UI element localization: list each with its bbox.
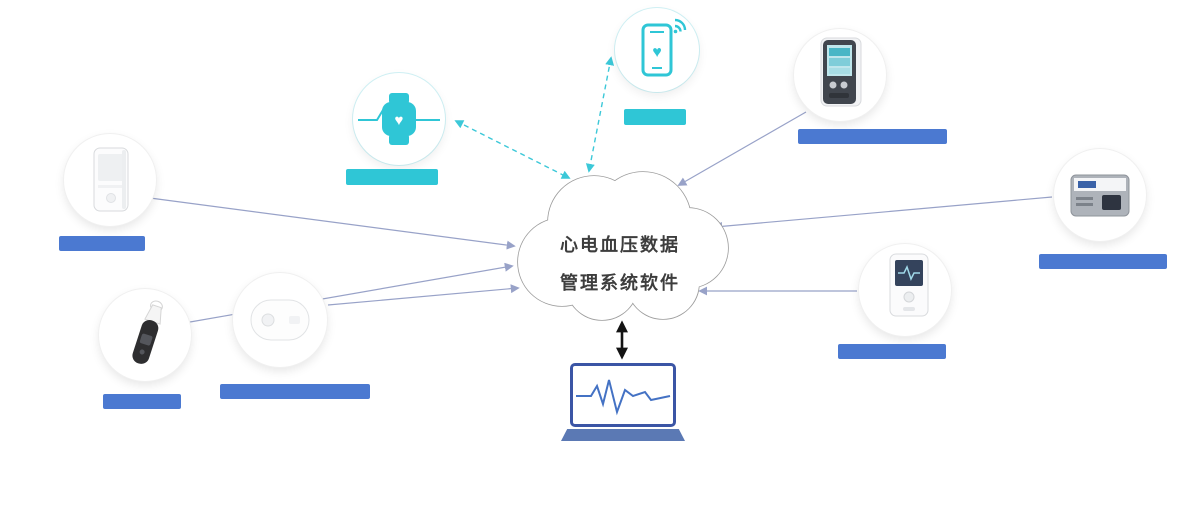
laptop-screen xyxy=(570,363,676,427)
svg-text:♥: ♥ xyxy=(652,44,662,61)
smartphone-icon: ♥ xyxy=(641,18,687,77)
connector-smartphone-cloud-dashed xyxy=(585,56,615,173)
wearable-patch-node xyxy=(233,273,327,367)
connector-patch-to-cloud xyxy=(327,284,520,306)
handheld-monitor-image xyxy=(93,147,129,212)
bp-monitor-node xyxy=(794,29,886,121)
smartwatch-label xyxy=(346,169,438,185)
laptop-base xyxy=(561,429,685,441)
holter-label xyxy=(838,344,946,359)
ambulatory-bp-node xyxy=(1054,149,1146,241)
cloud-title-line1: 心电血压数据 xyxy=(560,235,680,255)
connector-smartwatch-cloud-dashed xyxy=(454,120,571,179)
smartphone-label xyxy=(624,109,686,125)
ear-thermometer-label xyxy=(103,394,181,409)
ear-thermometer-node xyxy=(99,289,191,381)
smartwatch-node: ♥ xyxy=(353,73,445,165)
laptop-ecg-waveform xyxy=(576,379,671,416)
bp-monitor-image xyxy=(820,37,862,107)
handheld-monitor-label xyxy=(59,236,145,251)
bp-monitor-label xyxy=(798,129,947,144)
wearable-patch-label xyxy=(220,384,370,399)
ambulatory-bp-image xyxy=(1070,174,1130,217)
cloud-title-line2: 管理系统软件 xyxy=(560,273,680,293)
smartphone-node: ♥ xyxy=(615,8,699,92)
ambulatory-bp-label xyxy=(1039,254,1167,269)
holter-node xyxy=(859,244,951,336)
connector-bpmonitor-to-cloud xyxy=(677,111,807,186)
cloud-shape xyxy=(517,171,729,321)
connector-handheld-to-cloud xyxy=(149,197,516,250)
holter-image xyxy=(889,253,929,317)
wearable-patch-image xyxy=(250,299,310,341)
handheld-monitor-node xyxy=(64,134,156,226)
connector-ambulatory-to-cloud xyxy=(713,196,1053,231)
smartwatch-icon: ♥ xyxy=(358,93,440,145)
svg-text:♥: ♥ xyxy=(395,112,404,129)
cloud-title: 心电血压数据 管理系统软件 xyxy=(535,226,705,302)
ear-thermometer-image xyxy=(132,300,163,364)
